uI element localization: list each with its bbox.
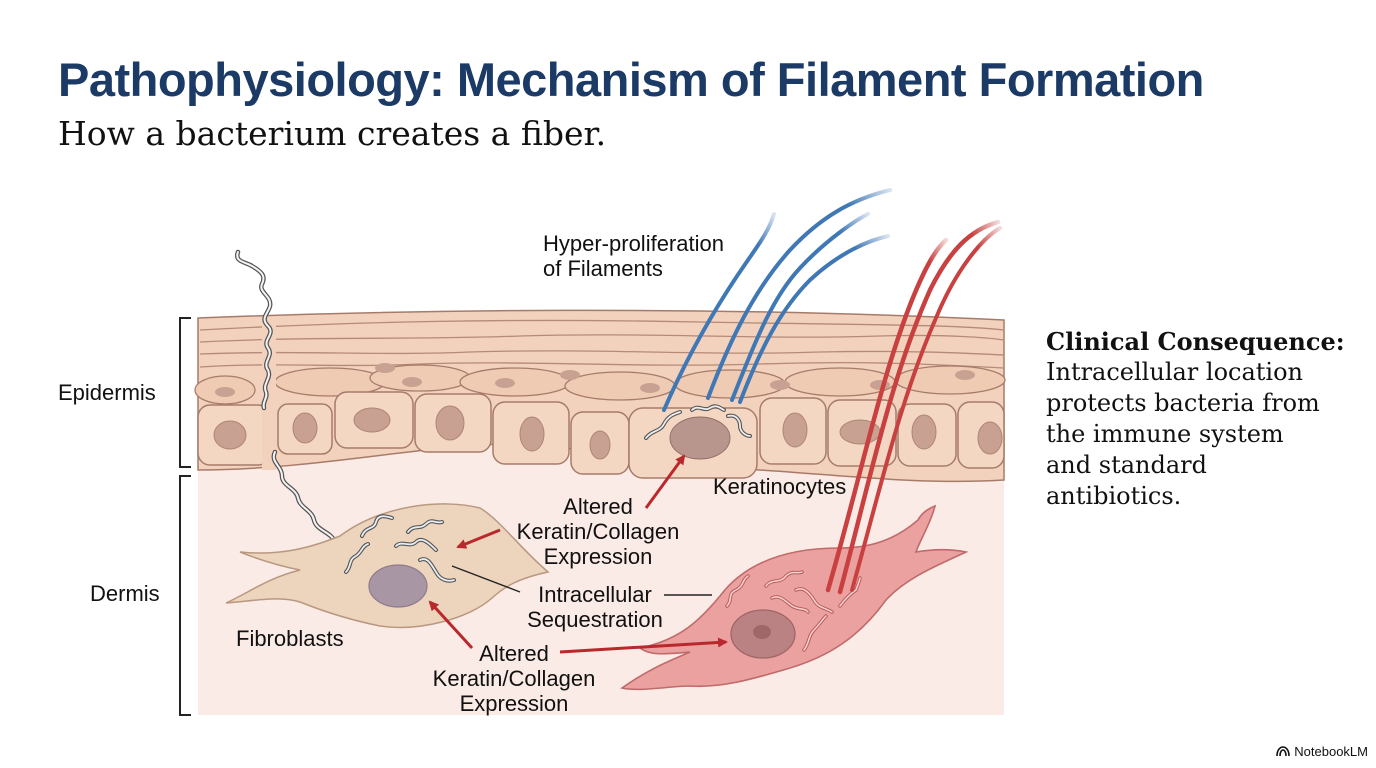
clinical-consequence-heading: Clinical Consequence: <box>1046 327 1345 356</box>
clinical-consequence-panel: Clinical Consequence: Intracellular loca… <box>1046 326 1366 512</box>
clinical-consequence-line: the immune system <box>1046 420 1284 448</box>
clinical-consequence-line: antibiotics. <box>1046 482 1182 510</box>
altered-bottom-line2: Keratin/Collagen <box>432 666 596 691</box>
keratinocytes-label: Keratinocytes <box>713 474 847 499</box>
hyperproliferation-line2: of Filaments <box>543 256 663 281</box>
nucleolus <box>753 625 771 639</box>
clinical-consequence-line: and standard <box>1046 451 1207 479</box>
hyperproliferation-label: Hyper-proliferation of Filaments <box>543 231 724 281</box>
fibroblast-nucleus <box>368 564 428 608</box>
leader-lines <box>451 565 712 596</box>
stratum-corneum <box>199 319 1005 369</box>
fibroblast-bacteria <box>344 514 456 583</box>
arrow-to-fibroblast <box>456 528 501 549</box>
spinous-cells <box>194 364 1006 405</box>
notebooklm-brand: NotebookLM <box>1276 744 1368 759</box>
altered-expression-label-bottom: Altered Keratin/Collagen Expression <box>416 641 612 716</box>
notebooklm-logo-icon <box>1276 746 1291 757</box>
infected-cell-bacteria <box>725 570 862 652</box>
epidermis-label: Epidermis <box>58 380 156 405</box>
page-subtitle: How a bacterium creates a fiber. <box>58 114 607 153</box>
annotation-arrows <box>428 454 728 654</box>
fibroblasts-label: Fibroblasts <box>236 626 344 651</box>
sequestration-line2: Sequestration <box>527 607 663 632</box>
clinical-consequence-line: Intracellular location <box>1046 358 1304 386</box>
clinical-consequence-line: protects bacteria from <box>1046 389 1320 417</box>
sequestration-label: Intracellular Sequestration <box>510 582 680 632</box>
fibroblast-cell <box>225 503 550 629</box>
altered-top-line2: Keratin/Collagen <box>516 519 680 544</box>
page-title: Pathophysiology: Mechanism of Filament F… <box>58 53 1204 106</box>
dermis-bracket <box>179 475 191 716</box>
red-filaments <box>825 219 1002 595</box>
dermis-label: Dermis <box>90 581 160 606</box>
altered-bottom-line1: Altered <box>479 641 549 666</box>
arrow-to-fibroblast-nucleus <box>428 600 474 650</box>
brand-label: NotebookLM <box>1294 744 1368 759</box>
sequestration-line1: Intracellular <box>538 582 652 607</box>
arrow-to-infected-nucleus <box>559 637 728 654</box>
altered-top-line3: Expression <box>543 544 653 569</box>
altered-bottom-line3: Expression <box>459 691 569 716</box>
blue-filaments <box>662 188 892 412</box>
altered-expression-label-top: Altered Keratin/Collagen Expression <box>500 494 696 569</box>
arrow-to-keratinocyte-nucleus <box>644 454 686 509</box>
keratinocyte-nuclei <box>213 405 1003 460</box>
hyperproliferation-line1: Hyper-proliferation <box>543 231 724 256</box>
keratinocyte-bacteria <box>644 404 752 440</box>
altered-top-line1: Altered <box>563 494 633 519</box>
epidermis-bracket <box>179 317 191 468</box>
